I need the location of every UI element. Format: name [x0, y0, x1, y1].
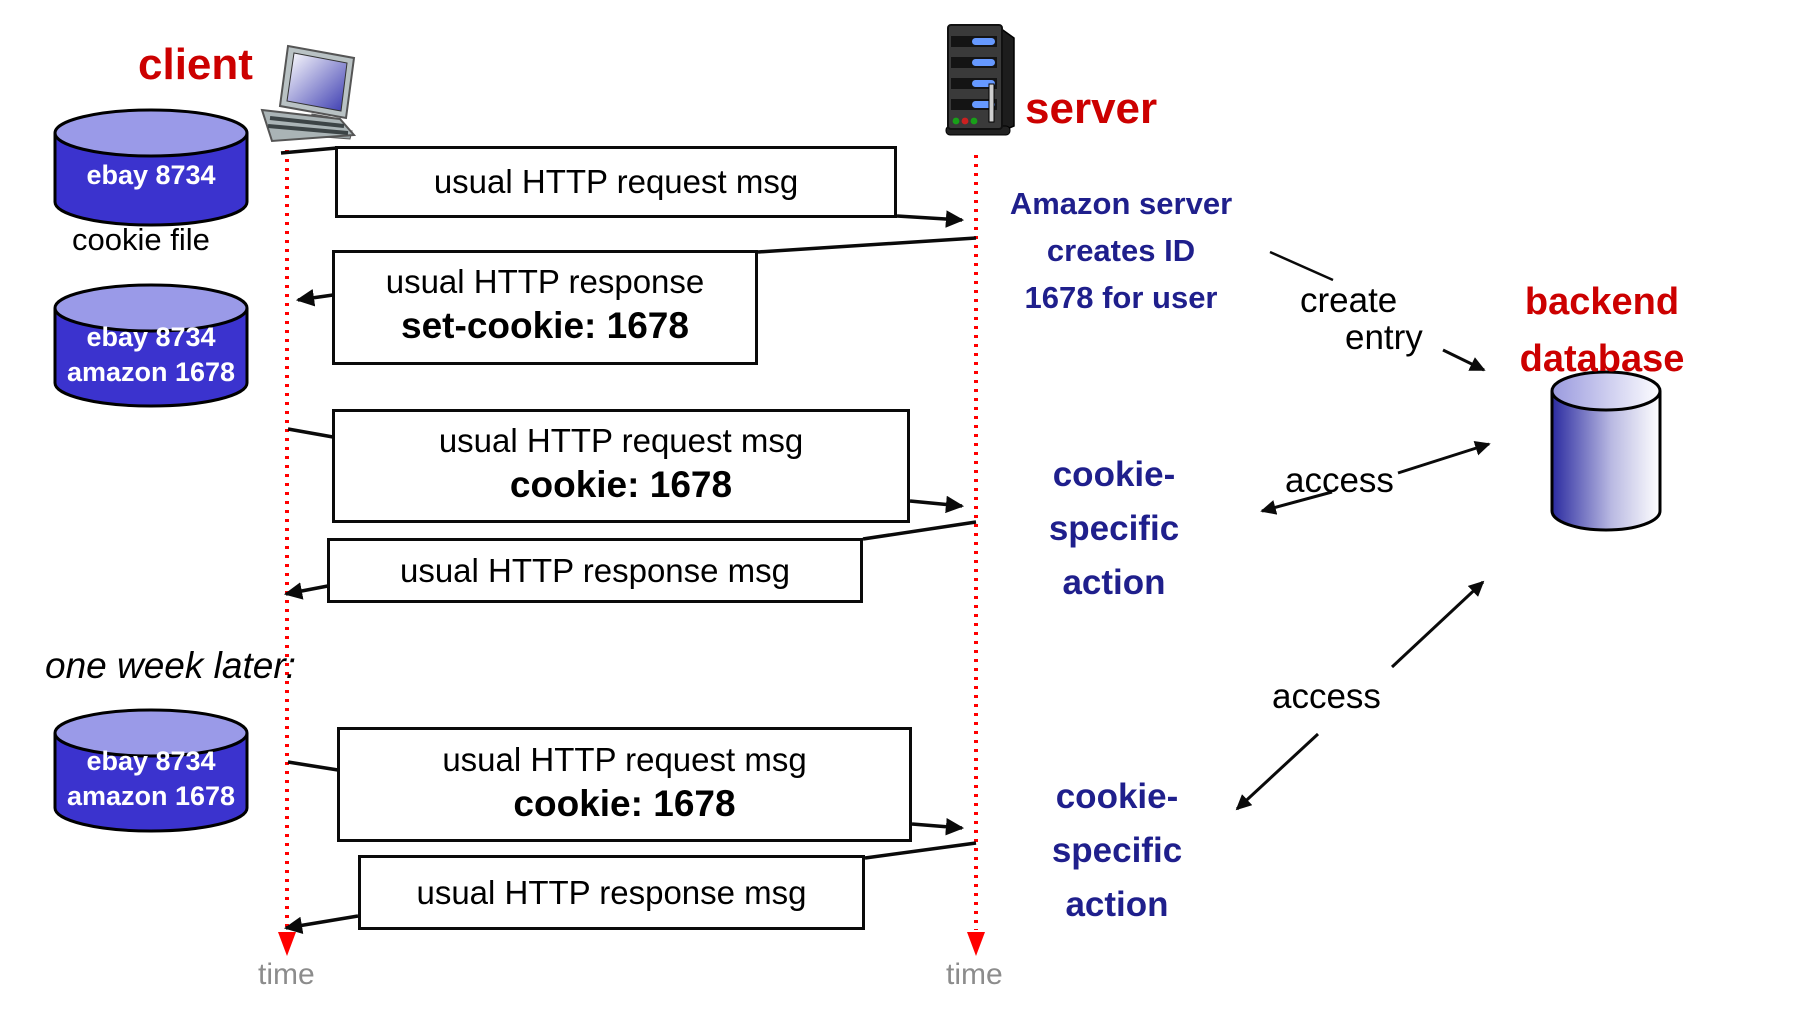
msg-request-3: usual HTTP request msg cookie: 1678	[337, 727, 912, 842]
client-time-label: time	[258, 958, 315, 991]
response1-client-arrow	[295, 289, 334, 307]
backend-database-cylinder	[1550, 370, 1662, 532]
cookie-action-2-line3: action	[1065, 885, 1169, 924]
cookie-action-1-line3: action	[1062, 563, 1166, 602]
access2-arrow-left	[1235, 732, 1320, 811]
access1-arrow-to-db	[1397, 441, 1491, 475]
msg-response-1-text: usual HTTP response	[385, 262, 705, 300]
access1-arrow-left	[1260, 490, 1333, 515]
access-label-1: access	[1285, 461, 1394, 500]
msg-request-2-cookie: cookie: 1678	[509, 464, 733, 505]
cookie-specific-action-1: cookie- specific action	[1014, 448, 1214, 610]
amazon-note-line2: creates ID	[1046, 233, 1196, 268]
cookie-file-3-entries: ebay 8734 amazon 1678	[55, 744, 247, 814]
server-time-label: time	[946, 958, 1003, 991]
backend-label-line1: backend	[1524, 281, 1680, 323]
cookie-action-1-line1: cookie-	[1052, 455, 1176, 494]
response1-server-line	[757, 236, 977, 254]
msg-response-1: usual HTTP response set-cookie: 1678	[332, 250, 758, 365]
access-label-2: access	[1272, 677, 1381, 716]
client-timeline	[278, 150, 296, 956]
response2-client-arrow	[283, 582, 334, 600]
cookie-file-1-entry: ebay 8734	[86, 160, 216, 190]
request2-server-arrow	[909, 495, 965, 514]
msg-request-1: usual HTTP request msg	[335, 146, 897, 218]
client-computer-icon	[260, 44, 357, 143]
amazon-note-line3: 1678 for user	[1024, 280, 1218, 315]
entry-label: entry	[1345, 318, 1423, 357]
amazon-note-line1: Amazon server	[1009, 186, 1233, 221]
cookie-action-2-line2: specific	[1051, 831, 1183, 870]
message-connectors	[280, 146, 977, 934]
response3-server-line	[864, 841, 977, 860]
msg-response-3-text: usual HTTP response msg	[416, 873, 807, 911]
backend-label-line2: database	[1519, 338, 1685, 380]
response3-client-arrow	[283, 914, 359, 934]
msg-request-1-text: usual HTTP request msg	[433, 163, 799, 200]
msg-request-3-text: usual HTTP request msg	[442, 740, 807, 778]
request2-client-line	[287, 427, 334, 439]
request3-client-line	[287, 760, 339, 772]
create-label: create	[1300, 281, 1398, 320]
msg-response-1-setcookie: set-cookie: 1678	[401, 304, 689, 346]
cookie-specific-action-2: cookie- specific action	[1017, 770, 1217, 932]
access2-arrow-to-db	[1390, 580, 1485, 669]
msg-request-3-cookie: cookie: 1678	[513, 782, 736, 824]
annotation-lines	[1235, 250, 1491, 811]
msg-request-2-text: usual HTTP request msg	[438, 422, 804, 459]
request1-client-line	[280, 146, 338, 155]
one-week-later-label: one week later:	[45, 645, 296, 686]
cookie-file-3-line1: ebay 8734	[86, 746, 216, 776]
amazon-creates-id-note: Amazon server creates ID 1678 for user	[990, 180, 1252, 321]
msg-request-2: usual HTTP request msg cookie: 1678	[332, 409, 910, 523]
msg-response-2: usual HTTP response msg	[327, 538, 863, 603]
request3-server-arrow	[911, 817, 965, 836]
cookie-file-cylinder-1	[53, 108, 249, 227]
cookie-file-cylinder-2	[53, 283, 249, 408]
create-entry-arrow	[1442, 348, 1486, 372]
msg-response-2-text: usual HTTP response msg	[399, 551, 791, 589]
server-timeline	[967, 155, 985, 956]
cookie-file-cylinder-3	[53, 708, 249, 833]
cookie-file-label: cookie file	[72, 222, 210, 257]
cookie-file-2-line1: ebay 8734	[86, 322, 216, 352]
server-label: server	[1025, 84, 1158, 133]
cookie-action-1-line2: specific	[1048, 509, 1180, 548]
client-label: client	[138, 40, 253, 89]
backend-database-label: backend database	[1502, 274, 1702, 388]
cookie-action-2-line1: cookie-	[1055, 777, 1179, 816]
cookie-file-3-line2: amazon 1678	[66, 781, 236, 811]
request1-server-arrow	[896, 210, 965, 228]
response2-server-line	[862, 520, 977, 541]
creates-id-pointer-line	[1269, 250, 1334, 282]
server-icon	[945, 24, 1015, 136]
cookie-file-2-entries: ebay 8734 amazon 1678	[55, 320, 247, 390]
cookie-file-2-line2: amazon 1678	[66, 357, 236, 387]
msg-response-3: usual HTTP response msg	[358, 855, 865, 930]
